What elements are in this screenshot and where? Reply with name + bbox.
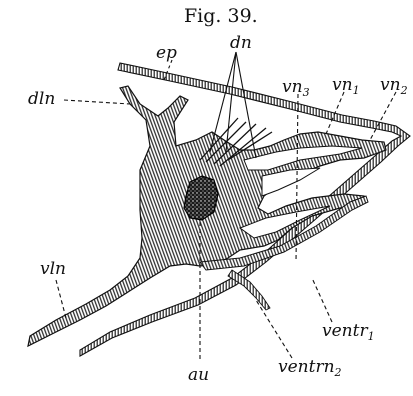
ventrn2-nerve [228, 270, 270, 310]
label-ventr1: ventr1 [322, 321, 375, 343]
label-au: au [188, 365, 209, 385]
label-dn: dn [230, 33, 252, 53]
label-ep: ep [156, 43, 177, 63]
label-vn3: vn3 [282, 77, 310, 99]
figure-caption: Fig. 39. [184, 5, 258, 27]
label-dln: dln [28, 89, 55, 109]
label-vn2: vn2 [380, 75, 408, 97]
label-ventrn2: ventrn2 [278, 357, 342, 379]
label-vn1: vn1 [332, 75, 360, 97]
label-vln: vln [40, 259, 66, 279]
